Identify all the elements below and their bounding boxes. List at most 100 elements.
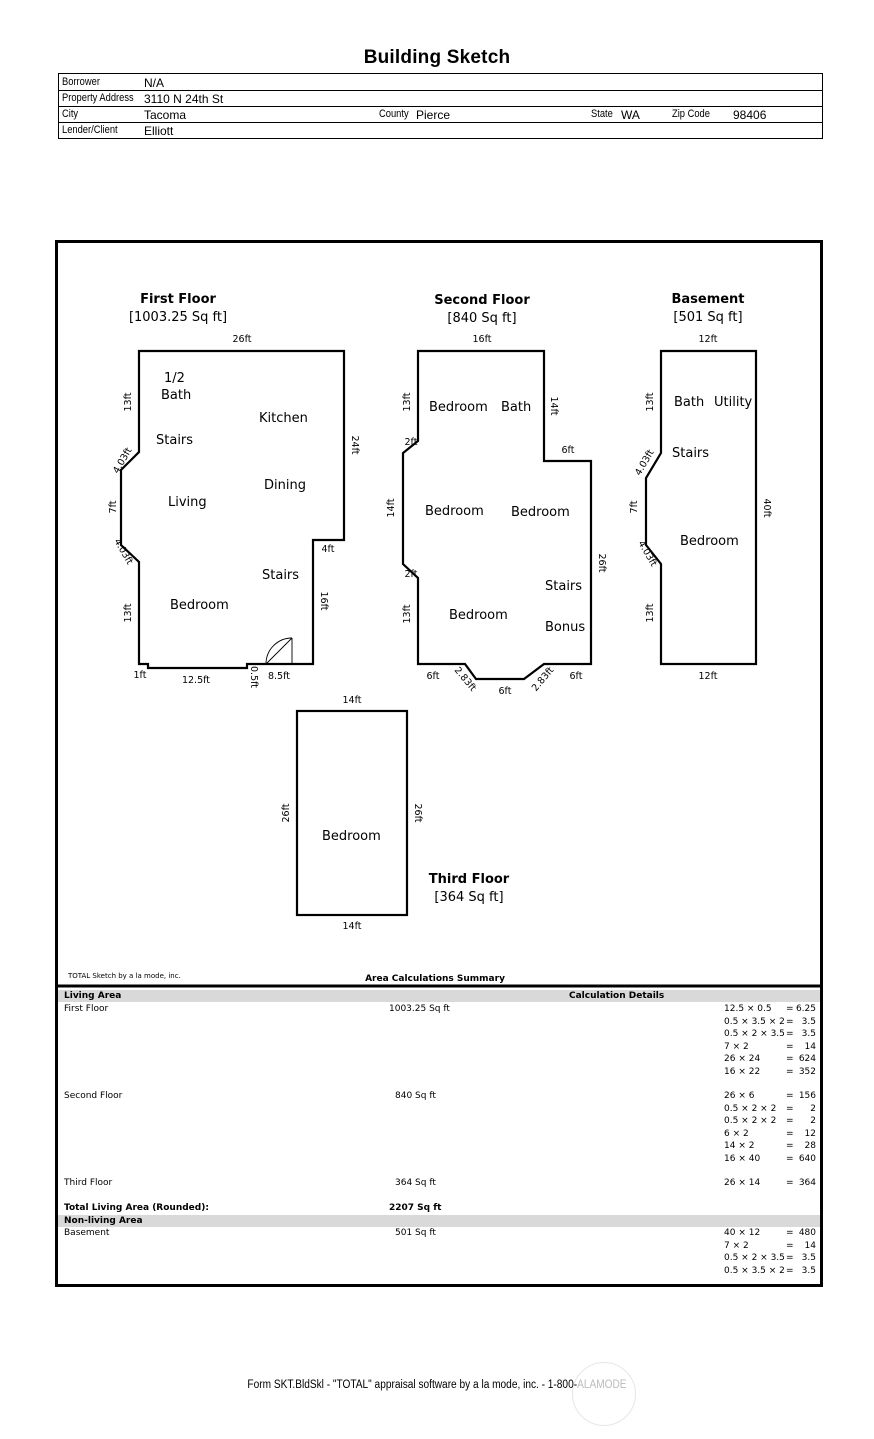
room-label: Bedroom (511, 505, 570, 520)
room-label: Bath (674, 395, 704, 410)
room-label: 1/2 (164, 371, 185, 386)
dimension-label: 14ft (548, 397, 559, 416)
summary-row-name: First Floor (64, 1004, 109, 1014)
dimension-label: 6ft (499, 686, 512, 697)
lender-row: Lender/Client Elliott (59, 122, 822, 138)
room-label: Stairs (545, 579, 582, 594)
calc-details: 26 × 6=156 0.5 × 2 × 2=2 0.5 × 2 × 2=2 6… (724, 1091, 816, 1166)
borrower-value: N/A (144, 76, 165, 90)
nonliving-area-header: Non-living Area (58, 1215, 820, 1227)
dimension-label: 7ft (629, 500, 640, 513)
calc-line: 0.5 × 2 × 2=2 (724, 1116, 816, 1126)
calc-line: 16 × 40=640 (724, 1153, 816, 1164)
dimension-label: 4.03ft (633, 448, 657, 478)
room-label: Bedroom (429, 400, 488, 415)
sketch-credit: TOTAL Sketch by a la mode, inc. (67, 972, 181, 980)
dimension-label: 8.5ft (268, 671, 290, 682)
door-swing-icon (265, 637, 293, 665)
room-label: Living (168, 495, 207, 510)
room-label: Bath (161, 388, 191, 403)
calc-details: 40 × 12=480 7 × 2=14 0.5 × 2 × 3.5=3.5 0… (724, 1228, 816, 1278)
calc-line: 26 × 24=624 (724, 1054, 816, 1064)
calc-line: 0.5 × 2 × 2=2 (724, 1103, 816, 1114)
calc-line: 0.5 × 2 × 3.5=3.5 (724, 1253, 816, 1263)
county-label: County (379, 108, 409, 120)
room-label: Kitchen (259, 411, 308, 426)
dimension-label: 7ft (108, 500, 119, 513)
summary-row-area: 840 Sq ft (395, 1091, 436, 1101)
dimension-label: 2ft (405, 569, 418, 580)
footer-brand: ALAMODE (577, 1379, 627, 1391)
room-label: Bedroom (449, 608, 508, 623)
dimension-label: 24ft (349, 436, 360, 455)
calc-line: 7 × 2=14 (724, 1240, 816, 1251)
form-footer: Form SKT.BldSkl - "TOTAL" appraisal soft… (52, 1379, 821, 1391)
dimension-label: 12ft (699, 671, 718, 682)
dimension-label: 1ft (134, 670, 147, 681)
city-label: City (62, 108, 79, 120)
room-label: Stairs (262, 568, 299, 583)
first-floor-outline (119, 349, 346, 670)
dimension-label: 6ft (427, 671, 440, 682)
calc-line: 14 × 2=28 (724, 1141, 816, 1151)
room-label: Bath (501, 400, 531, 415)
total-living-area-label: Total Living Area (Rounded): (64, 1203, 209, 1213)
dimension-label: 2ft (405, 437, 418, 448)
dimension-label: 16ft (318, 592, 329, 611)
city-row: City Tacoma County Pierce State WA Zip C… (59, 106, 822, 123)
dimension-label: 40ft (761, 499, 772, 518)
basement-area: [501 Sq ft] (673, 310, 742, 325)
dimension-label: 2.83ft (530, 665, 557, 694)
first-floor-title: First Floor (140, 292, 216, 307)
dimension-label: 6ft (562, 445, 575, 456)
second-floor-outline (401, 349, 593, 681)
zip-value: 98406 (733, 108, 767, 122)
lender-value: Elliott (144, 124, 174, 138)
living-area-header: Living Area Calculation Details (58, 990, 820, 1002)
watermark-circle (572, 1362, 636, 1426)
summary-row-area: 1003.25 Sq ft (389, 1004, 450, 1014)
room-label: Bedroom (170, 598, 229, 613)
dimension-label: 4.03ft (111, 537, 135, 567)
second-floor-title: Second Floor (434, 293, 530, 308)
third-floor-area: [364 Sq ft] (434, 890, 503, 905)
dimension-label: 14ft (343, 695, 362, 706)
room-label: Bedroom (425, 504, 484, 519)
page-title: Building Sketch (363, 47, 511, 68)
calc-line: 12.5 × 0.5=6.25 (724, 1004, 816, 1014)
calc-line: 40 × 12=480 (724, 1228, 816, 1238)
calc-line: 7 × 2=14 (724, 1041, 816, 1052)
nonliving-area-label: Non-living Area (64, 1216, 143, 1226)
footer-text: Form SKT.BldSkl - "TOTAL" appraisal soft… (247, 1379, 578, 1391)
second-floor-area: [840 Sq ft] (447, 311, 516, 326)
room-label: Utility (714, 395, 753, 410)
calc-line: 0.5 × 2 × 3.5=3.5 (724, 1029, 816, 1039)
dimension-label: 26ft (412, 804, 423, 823)
basement-outline (644, 349, 758, 666)
summary-row-name: Basement (64, 1228, 110, 1238)
calc-details: 12.5 × 0.5=6.25 0.5 × 3.5 × 2=3.5 0.5 × … (724, 1004, 816, 1079)
summary-row-name: Second Floor (64, 1091, 123, 1101)
calc-line: 6 × 2=12 (724, 1128, 816, 1139)
third-floor-outline (295, 709, 409, 917)
summary-title: Area Calculations Summary (365, 974, 505, 984)
room-label: Stairs (156, 433, 193, 448)
dimension-label: 12ft (699, 334, 718, 345)
calc-line: 0.5 × 3.5 × 2=3.5 (724, 1016, 816, 1027)
room-label: Dining (264, 478, 306, 493)
room-label: Bedroom (322, 829, 381, 844)
room-label: Bonus (545, 620, 585, 635)
address-value: 3110 N 24th St (144, 92, 224, 106)
calculation-details-label: Calculation Details (569, 991, 665, 1001)
dimension-label: 13ft (402, 604, 413, 623)
room-label: Stairs (672, 446, 709, 461)
state-value: WA (621, 108, 640, 122)
dimension-label: 2.83ft (452, 665, 479, 694)
dimension-label: 14ft (343, 921, 362, 932)
first-floor-area: [1003.25 Sq ft] (129, 310, 227, 325)
summary-row-name: Third Floor (64, 1178, 113, 1188)
property-info-table: Borrower N/A Property Address 3110 N 24t… (58, 73, 823, 139)
basement-title: Basement (671, 292, 744, 307)
dimension-label: 6ft (570, 671, 583, 682)
